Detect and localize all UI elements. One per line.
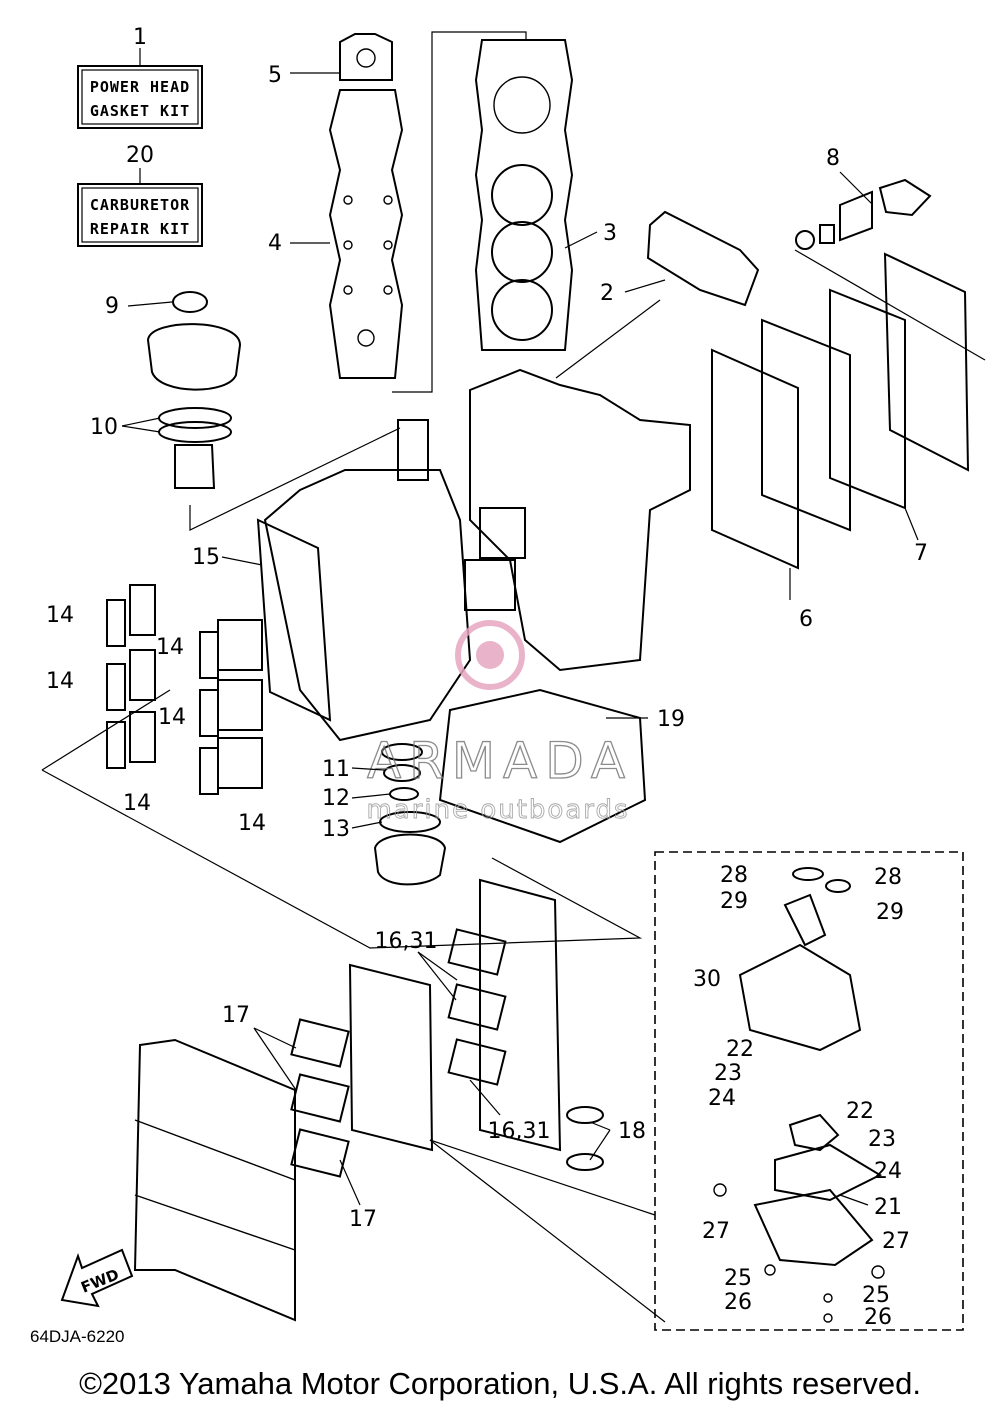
- callout-26-b: 26: [864, 1305, 892, 1330]
- callout-6: 6: [799, 607, 813, 632]
- callout-3: 3: [603, 221, 617, 246]
- exhaust-cover-6: [711, 318, 851, 570]
- callout-labels: 5 4 3 2 8 9 10 15 7 6 14 14 14 14 14 14 …: [46, 63, 928, 1330]
- callout-24-b: 24: [874, 1159, 902, 1184]
- carburetor-body: [713, 867, 885, 1323]
- callout-14-f: 14: [238, 811, 266, 836]
- callout-25-b: 25: [862, 1283, 890, 1308]
- gasket-19: [438, 688, 647, 844]
- bearing-housing: [146, 323, 242, 391]
- diagram-code: 64DJA-6220: [30, 1327, 125, 1346]
- callout-23-a: 23: [714, 1061, 742, 1086]
- callout-14-b: 14: [46, 669, 74, 694]
- callout-13: 13: [322, 817, 350, 842]
- callout-23-b: 23: [868, 1127, 896, 1152]
- callout-2: 2: [600, 281, 614, 306]
- callout-16-31-a: 16,31: [375, 929, 438, 954]
- gasket-5: [339, 33, 393, 81]
- callout-22-b: 22: [846, 1099, 874, 1124]
- callout-17-a: 17: [222, 1003, 250, 1028]
- callout-27-b: 27: [882, 1229, 910, 1254]
- callout-28-a: 28: [720, 863, 748, 888]
- armada-watermark: ARMADA marine outboards: [366, 620, 633, 825]
- callout-8: 8: [826, 146, 840, 171]
- carburetors: [290, 878, 604, 1178]
- reed-valves-14: [106, 584, 263, 795]
- callout-12: 12: [322, 786, 350, 811]
- thermostat-8: [795, 178, 932, 250]
- cover-2: [646, 210, 760, 307]
- callout-18: 18: [618, 1119, 646, 1144]
- seals-11-12-13: [373, 743, 447, 886]
- callout-15: 15: [192, 545, 220, 570]
- callout-27-a: 27: [702, 1219, 730, 1244]
- cylinder-head-3: [474, 39, 574, 351]
- callout-29-a: 29: [720, 889, 748, 914]
- kit-number: 20: [126, 143, 154, 168]
- callout-22-a: 22: [726, 1037, 754, 1062]
- callout-17-b: 17: [349, 1207, 377, 1232]
- callout-14-a: 14: [46, 603, 74, 628]
- power-head-gasket-kit: 1 POWER HEAD GASKET KIT: [77, 25, 203, 129]
- callout-16-31-b: 16,31: [488, 1119, 551, 1144]
- callout-9: 9: [105, 294, 119, 319]
- callout-21: 21: [874, 1195, 902, 1220]
- callout-4: 4: [268, 231, 282, 256]
- callout-5: 5: [268, 63, 282, 88]
- silencer-cover: [133, 1038, 296, 1322]
- kit-label-line1: POWER HEAD: [90, 78, 190, 96]
- callout-19: 19: [657, 707, 685, 732]
- kit-number: 1: [133, 25, 147, 50]
- callout-leaders: [121, 72, 919, 1206]
- watermark-tagline: marine outboards: [366, 795, 629, 825]
- callout-24-a: 24: [708, 1086, 736, 1111]
- copyright-notice: ©2013 Yamaha Motor Corporation, U.S.A. A…: [79, 1366, 921, 1401]
- callout-14-e: 14: [123, 791, 151, 816]
- callout-26-a: 26: [724, 1290, 752, 1315]
- watermark-brand: ARMADA: [367, 732, 633, 790]
- callout-25-a: 25: [724, 1266, 752, 1291]
- kit-label-line2: GASKET KIT: [90, 102, 190, 120]
- carburetor-detail-box: [654, 851, 964, 1331]
- callout-10: 10: [90, 415, 118, 440]
- oil-seal-9: [172, 291, 208, 313]
- carburetor-repair-kit: 20 CARBURETOR REPAIR KIT: [77, 143, 203, 247]
- callout-30: 30: [693, 967, 721, 992]
- gasket-4: [328, 89, 404, 379]
- callout-28-b: 28: [874, 865, 902, 890]
- forward-arrow-icon: FWD: [60, 1248, 134, 1308]
- callout-14-c: 14: [156, 635, 184, 660]
- fwd-label: FWD: [78, 1265, 121, 1296]
- callout-29-b: 29: [876, 900, 904, 925]
- kit-label-line2: REPAIR KIT: [90, 220, 190, 238]
- callout-14-d: 14: [158, 705, 186, 730]
- cylinder-block: [263, 368, 691, 742]
- kit-label-line1: CARBURETOR: [90, 196, 190, 214]
- o-rings-10: [158, 407, 232, 489]
- intake-manifold-15: [256, 518, 332, 722]
- callout-7: 7: [914, 541, 928, 566]
- callout-11: 11: [322, 757, 350, 782]
